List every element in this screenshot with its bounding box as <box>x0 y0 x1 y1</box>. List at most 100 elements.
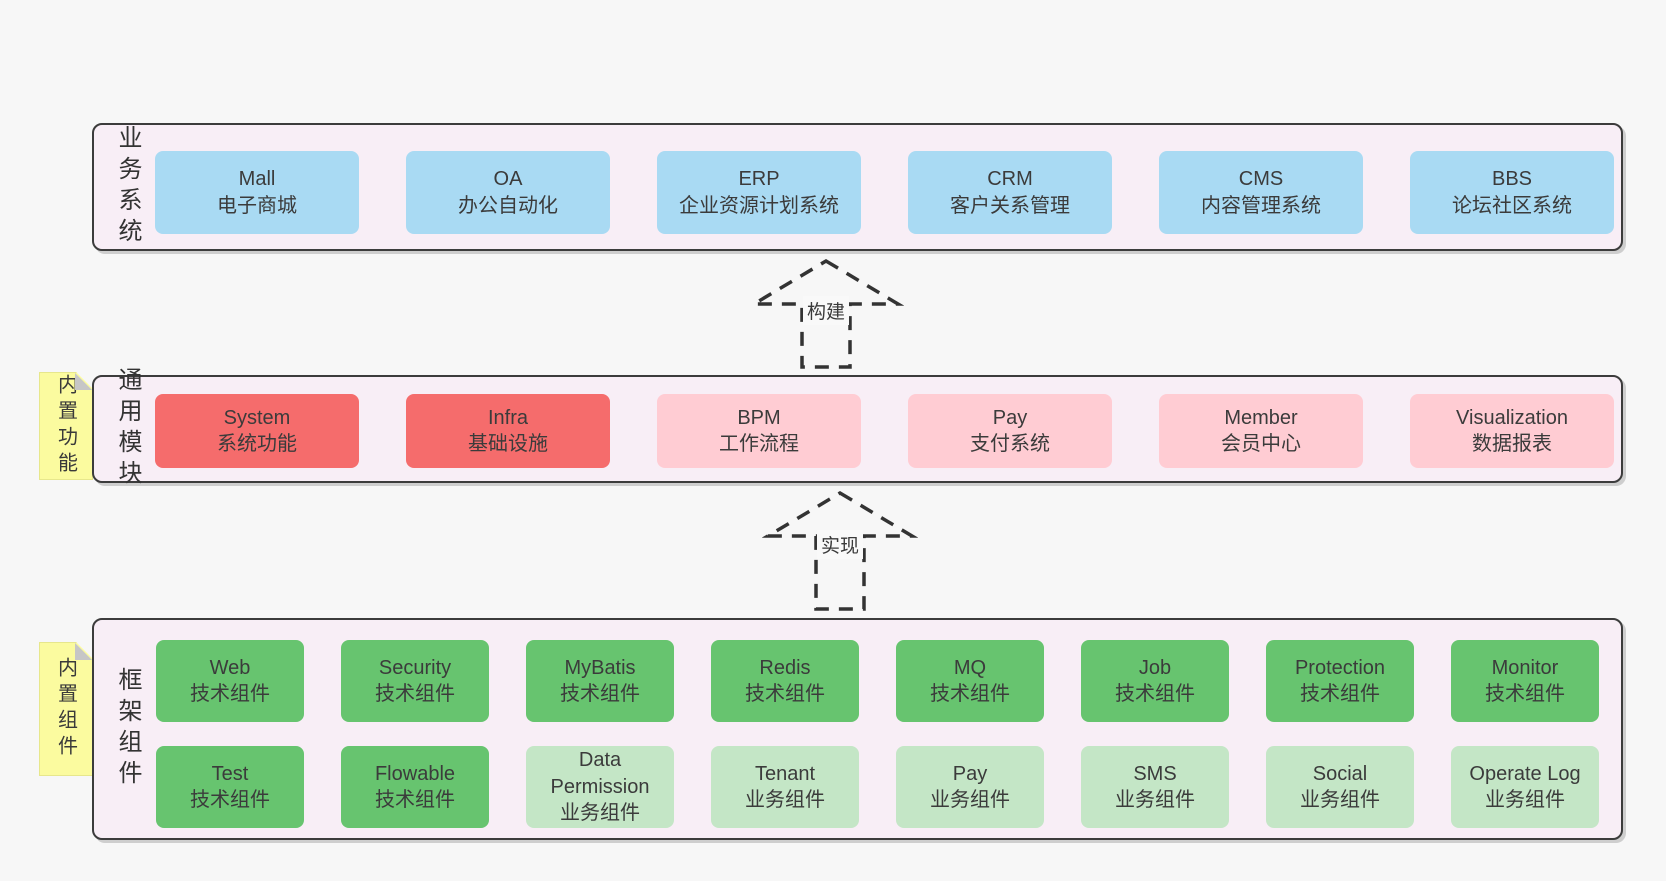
box-subtitle: 企业资源计划系统 <box>679 194 839 217</box>
box-subtitle: 技术组件 <box>190 683 270 705</box>
box-subtitle: 技术组件 <box>375 789 455 811</box>
box-title: Flowable <box>374 762 456 785</box>
box-subtitle: 内容管理系统 <box>1201 194 1321 217</box>
box-title: Data Permission <box>550 749 650 798</box>
box-erp: ERP 企业资源计划系统 <box>657 151 861 234</box>
box-title: MQ <box>953 656 987 679</box>
sticky-note-built-in-features: 内置功能 <box>39 372 93 480</box>
box-title: Member <box>1224 406 1298 429</box>
box-title: Test <box>211 762 249 785</box>
box-subtitle: 工作流程 <box>719 433 799 455</box>
band-business-systems: 业务系统 Mall 电子商城 OA 办公自动化 ERP 企业资源计划系统 CRM… <box>92 123 1623 251</box>
box-social: Social 业务组件 <box>1266 746 1414 828</box>
implement-arrow-label: 实现 <box>816 530 864 559</box>
box-mall: Mall 电子商城 <box>155 151 359 234</box>
box-subtitle: 办公自动化 <box>458 194 558 217</box>
dashed-up-arrow-icon <box>748 258 904 369</box>
band-common-modules: 通用模块 System 系统功能 Infra 基础设施 BPM 工作流程 Pay… <box>92 367 1623 491</box>
box-subtitle: 系统功能 <box>217 433 297 455</box>
box-subtitle: 业务组件 <box>930 789 1010 811</box>
box-subtitle: 业务组件 <box>1485 789 1565 811</box>
box-bbs: BBS 论坛社区系统 <box>1410 151 1614 234</box>
box-title: SMS <box>1133 762 1177 785</box>
box-title: Social <box>1312 762 1368 785</box>
box-title: Operate Log <box>1469 762 1581 785</box>
box-title: BBS <box>1491 168 1533 191</box>
box-visualization: Visualization 数据报表 <box>1410 394 1614 468</box>
box-pay-module: Pay 支付系统 <box>908 394 1112 468</box>
note-text: 内置功能 <box>54 374 77 478</box>
box-subtitle: 技术组件 <box>1115 683 1195 705</box>
box-tenant: Tenant 业务组件 <box>711 746 859 828</box>
box-mq: MQ 技术组件 <box>896 640 1044 722</box>
box-web: Web 技术组件 <box>156 640 304 722</box>
sticky-note-built-in-components: 内置组件 <box>39 642 93 776</box>
build-arrow: 构建 <box>748 258 904 370</box>
band-framework-components: 框架组件 Web 技术组件 Security 技术组件 MyBatis 技术组件… <box>92 618 1623 840</box>
box-title: Protection <box>1294 656 1386 679</box>
band-modules-label: 通用模块 <box>114 367 141 491</box>
box-subtitle: 基础设施 <box>468 433 548 455</box>
box-subtitle: 业务组件 <box>1300 789 1380 811</box>
band-business-label: 业务系统 <box>114 125 141 249</box>
box-subtitle: 论坛社区系统 <box>1452 194 1572 217</box>
box-subtitle: 客户关系管理 <box>950 194 1070 217</box>
box-subtitle: 业务组件 <box>745 789 825 811</box>
dashed-up-arrow-icon <box>762 490 918 611</box>
box-title: Mall <box>238 168 276 191</box>
box-subtitle: 技术组件 <box>560 683 640 705</box>
box-crm: CRM 客户关系管理 <box>908 151 1112 234</box>
box-mybatis: MyBatis 技术组件 <box>526 640 674 722</box>
box-subtitle: 技术组件 <box>190 789 270 811</box>
box-title: Visualization <box>1456 406 1568 429</box>
box-subtitle: 技术组件 <box>930 683 1010 705</box>
box-title: Pay <box>992 406 1028 429</box>
note-fold-corner-icon <box>75 643 92 660</box>
box-title: Job <box>1138 656 1172 679</box>
box-flowable: Flowable 技术组件 <box>341 746 489 828</box>
box-title: Pay <box>952 762 988 785</box>
implement-arrow: 实现 <box>762 490 918 612</box>
box-title: BPM <box>737 406 781 429</box>
box-subtitle: 技术组件 <box>375 683 455 705</box>
box-subtitle: 技术组件 <box>1300 683 1380 705</box>
box-system: System 系统功能 <box>155 394 359 468</box>
box-title: Infra <box>487 406 529 429</box>
box-infra: Infra 基础设施 <box>406 394 610 468</box>
box-subtitle: 业务组件 <box>1115 789 1195 811</box>
note-text: 内置组件 <box>54 657 77 761</box>
box-title: System <box>223 406 291 429</box>
box-subtitle: 支付系统 <box>970 433 1050 455</box>
box-monitor: Monitor 技术组件 <box>1451 640 1599 722</box>
box-operate-log: Operate Log 业务组件 <box>1451 746 1599 828</box>
box-subtitle: 会员中心 <box>1221 433 1301 455</box>
box-title: ERP <box>738 168 780 191</box>
box-subtitle: 技术组件 <box>1485 683 1565 705</box>
box-subtitle: 数据报表 <box>1472 433 1552 455</box>
box-title: MyBatis <box>564 656 636 679</box>
box-title: Security <box>378 656 452 679</box>
box-title: OA <box>493 168 523 191</box>
box-sms: SMS 业务组件 <box>1081 746 1229 828</box>
box-title: Monitor <box>1491 656 1559 679</box>
box-data-permission: Data Permission 业务组件 <box>526 746 674 828</box>
box-security: Security 技术组件 <box>341 640 489 722</box>
box-pay-component: Pay 业务组件 <box>896 746 1044 828</box>
box-bpm: BPM 工作流程 <box>657 394 861 468</box>
box-oa: OA 办公自动化 <box>406 151 610 234</box>
box-test: Test 技术组件 <box>156 746 304 828</box>
box-title: CMS <box>1238 168 1284 191</box>
box-title: Web <box>209 656 251 679</box>
build-arrow-label: 构建 <box>802 296 850 325</box>
box-subtitle: 电子商城 <box>217 194 297 217</box>
box-title: CRM <box>987 168 1033 191</box>
box-job: Job 技术组件 <box>1081 640 1229 722</box>
box-title: Tenant <box>754 762 816 785</box>
box-member: Member 会员中心 <box>1159 394 1363 468</box>
band-components-label: 框架组件 <box>114 667 141 791</box>
box-protection: Protection 技术组件 <box>1266 640 1414 722</box>
box-subtitle: 业务组件 <box>560 802 640 825</box>
box-redis: Redis 技术组件 <box>711 640 859 722</box>
box-subtitle: 技术组件 <box>745 683 825 705</box>
